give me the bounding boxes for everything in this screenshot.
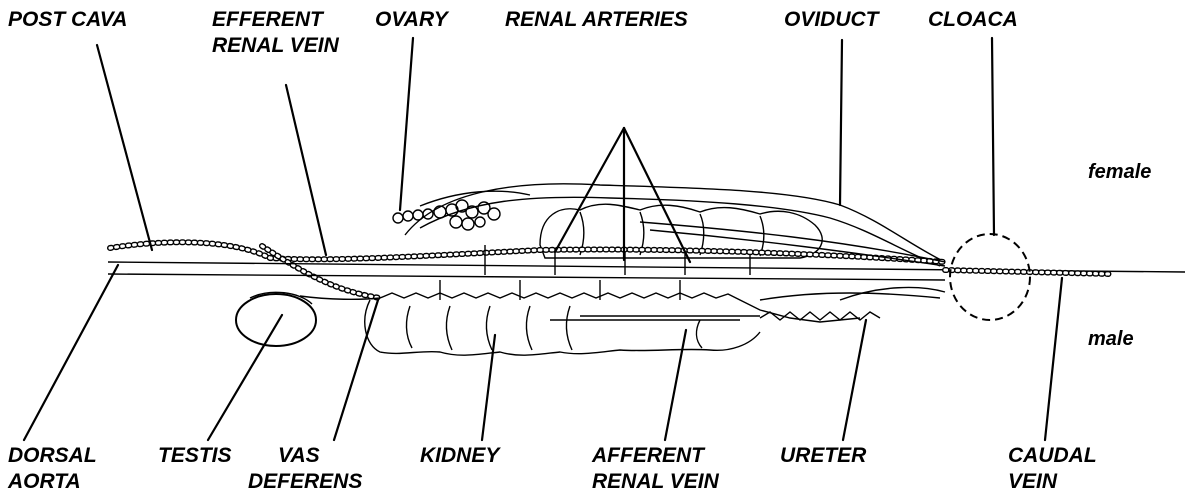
label-testis: TESTIS bbox=[158, 444, 232, 467]
label-post-cava: POST CAVA bbox=[8, 8, 127, 31]
label-efferent-renal-vein-line2: RENAL VEIN bbox=[212, 34, 340, 57]
label-male: male bbox=[1088, 328, 1134, 350]
ureter-vessel bbox=[760, 312, 880, 320]
cava-branch bbox=[262, 246, 380, 298]
label-dorsal-aorta-line1: DORSAL bbox=[8, 444, 97, 467]
diagram-drawing bbox=[108, 184, 1185, 355]
label-kidney: KIDNEY bbox=[420, 444, 501, 467]
label-vas-deferens-line2: DEFERENS bbox=[248, 470, 362, 493]
label-afferent-renal-vein-line2: RENAL VEIN bbox=[592, 470, 720, 493]
label-oviduct: OVIDUCT bbox=[784, 8, 881, 31]
cloaca-shape bbox=[950, 234, 1030, 320]
label-renal-arteries: RENAL ARTERIES bbox=[505, 8, 688, 31]
label-vas-deferens-line1: VAS bbox=[278, 444, 320, 467]
label-dorsal-aorta-line2: AORTA bbox=[7, 470, 81, 493]
label-ureter: URETER bbox=[780, 444, 867, 467]
testis-shape bbox=[236, 294, 316, 346]
label-afferent-renal-vein-line1: AFFERENT bbox=[591, 444, 706, 467]
label-female: female bbox=[1088, 161, 1151, 183]
label-caudal-vein-line1: CAUDAL bbox=[1008, 444, 1097, 467]
male-kidney-edge bbox=[380, 293, 860, 322]
label-cloaca: CLOACA bbox=[928, 8, 1018, 31]
label-caudal-vein-line2: VEIN bbox=[1008, 470, 1058, 493]
oviduct-vessel bbox=[640, 222, 945, 266]
label-ovary: OVARY bbox=[375, 8, 450, 31]
label-efferent-renal-vein-line1: EFFERENT bbox=[212, 8, 325, 31]
leader-lines bbox=[24, 38, 1062, 440]
afferent-renal-vein bbox=[550, 316, 760, 320]
